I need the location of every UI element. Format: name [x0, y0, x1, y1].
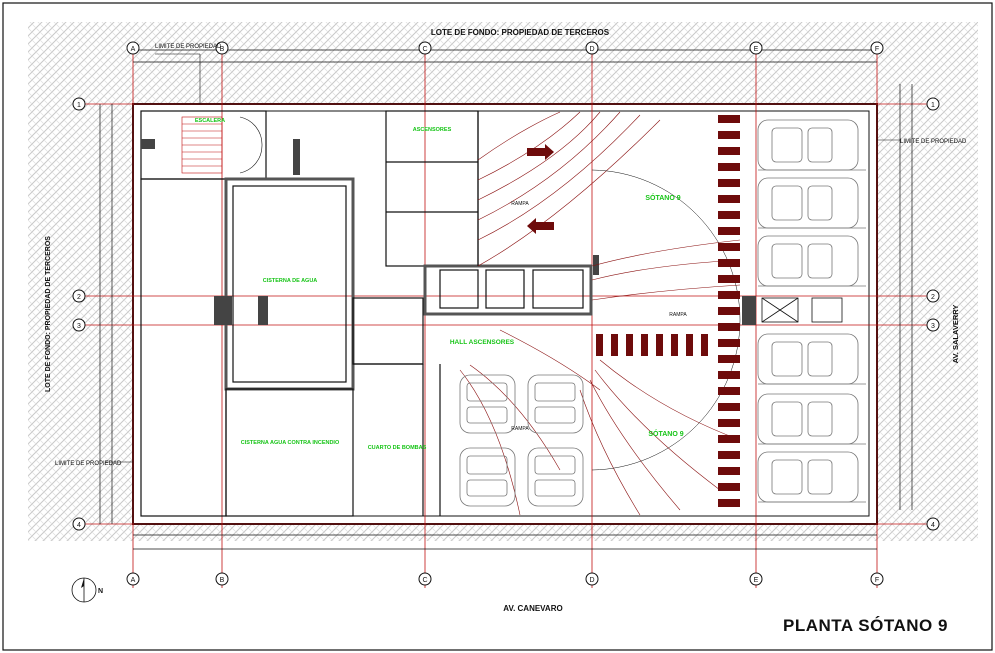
- ramp-lines: [459, 111, 741, 516]
- limite-label-left: LIMITE DE PROPIEDAD: [55, 461, 122, 467]
- row-label-3-right: 3: [931, 323, 935, 330]
- car-6: [757, 451, 866, 503]
- grid-bubble-col-c: [418, 41, 432, 586]
- row-label-2-left: 2: [77, 294, 81, 301]
- col-label-c-bottom: C: [422, 577, 427, 584]
- room-label-rampa-2: RAMPA: [669, 312, 687, 318]
- shaft-box: [761, 297, 843, 323]
- room-label-sotano-bottom: SÓTANO 9: [648, 429, 683, 438]
- surrounding-hatch: [28, 22, 978, 541]
- limite-label-top: LIMITE DE PROPIEDAD: [155, 44, 222, 50]
- room-label-sotano-top: SÓTANO 9: [645, 193, 680, 202]
- row-label-2-right: 2: [931, 294, 935, 301]
- limite-callout-right: LIMITE DE PROPIEDAD: [877, 139, 967, 145]
- col-label-e-bottom: E: [754, 577, 759, 584]
- room-label-cuarto-bombas: CUARTO DE BOMBAS: [368, 445, 427, 451]
- parking-cars-center: [459, 374, 584, 507]
- grid-bubble-row-2: [72, 289, 940, 303]
- room-labels: ESCALERA ASCENSORES CISTERNA DE AGUA CIS…: [195, 118, 687, 451]
- room-label-rampa-1: RAMPA: [511, 201, 529, 207]
- car-7: [459, 374, 516, 434]
- staircase: [181, 116, 263, 174]
- left-boundary-label: LOTE DE FONDO: PROPIEDAD DE TERCEROS: [45, 236, 52, 392]
- row-label-1-right: 1: [931, 102, 935, 109]
- row-label-3-left: 3: [77, 323, 81, 330]
- car-8: [527, 374, 584, 434]
- room-label-ascensores: ASCENSORES: [413, 127, 452, 133]
- grid-bubble-col-d: [585, 41, 599, 586]
- right-street-label: AV. SALAVERRY: [951, 305, 960, 364]
- grid-bubble-col-a: [126, 41, 140, 586]
- ramp-stripes-horizontal: [596, 334, 708, 356]
- grid-bubble-col-e: [749, 41, 763, 586]
- room-label-cisterna-agua: CISTERNA DE AGUA: [263, 278, 318, 284]
- col-label-d-top: D: [589, 46, 594, 53]
- row-label-4-right: 4: [931, 522, 935, 529]
- grid-bubble-labels: A B C D E F A B C D E F 1 2 3 4 1 2 3 4: [77, 46, 935, 584]
- row-label-1-left: 1: [77, 102, 81, 109]
- grid-bubble-col-f: [870, 41, 884, 586]
- parking-cars-right: [757, 119, 866, 503]
- interior-walls: [140, 110, 593, 517]
- col-label-e-top: E: [754, 46, 759, 53]
- limite-callout-top: LIMITE DE PROPIEDAD: [155, 44, 222, 104]
- car-1: [757, 119, 866, 171]
- col-label-f-bottom: F: [875, 577, 879, 584]
- room-label-escalera: ESCALERA: [195, 118, 225, 124]
- limite-callout-left: LIMITE DE PROPIEDAD: [55, 461, 133, 467]
- car-4: [757, 333, 866, 385]
- grid-bubbles: [72, 41, 940, 586]
- direction-arrows: [527, 144, 554, 234]
- car-3: [757, 235, 866, 287]
- room-label-rampa-3: RAMPA: [511, 426, 529, 432]
- room-label-hall: HALL ASCENSORES: [450, 339, 515, 346]
- col-label-b-bottom: B: [220, 577, 225, 584]
- col-label-a-bottom: A: [131, 577, 136, 584]
- drawing-title: PLANTA SÓTANO 9: [783, 616, 948, 635]
- col-label-a-top: A: [131, 46, 136, 53]
- ramp-stripes-vertical: [718, 115, 740, 507]
- grid-bubble-row-1: [72, 97, 940, 111]
- col-label-f-top: F: [875, 46, 879, 53]
- col-label-c-top: C: [422, 46, 427, 53]
- car-5: [757, 393, 866, 445]
- grid-bubble-col-b: [215, 41, 229, 586]
- room-label-cisterna-incendio: CISTERNA AGUA CONTRA INCENDIO: [241, 440, 340, 446]
- bottom-street-label: AV. CANEVARO: [503, 604, 562, 613]
- car-2: [757, 177, 866, 229]
- grid-bubble-row-3: [72, 318, 940, 332]
- ramp-radial-circle: [591, 169, 741, 471]
- car-9: [459, 447, 516, 507]
- north-label: N: [98, 588, 103, 595]
- top-boundary-label: LOTE DE FONDO: PROPIEDAD DE TERCEROS: [431, 28, 610, 37]
- limite-label-right: LIMITE DE PROPIEDAD: [900, 139, 967, 145]
- col-label-b-top: B: [220, 46, 225, 53]
- col-label-d-bottom: D: [589, 577, 594, 584]
- grid-bubble-row-4: [72, 517, 940, 531]
- row-label-4-left: 4: [77, 522, 81, 529]
- car-10: [527, 447, 584, 507]
- north-arrow: N: [71, 577, 103, 603]
